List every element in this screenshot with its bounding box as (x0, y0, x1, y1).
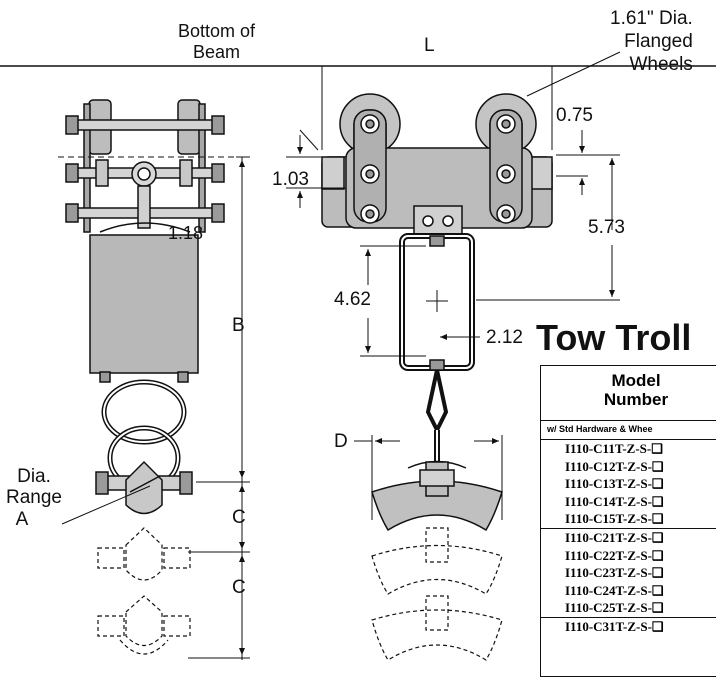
dia-range-label: Dia. Range A (6, 466, 62, 530)
bottom-of-beam-label: Bottom of Beam (178, 21, 256, 62)
dim-075-label: 0.75 (556, 105, 593, 126)
length-label: L (424, 35, 435, 56)
dim-212-label: 2.12 (486, 327, 523, 348)
table-row: I110-C21T-Z-S-❑ (565, 529, 664, 545)
dim-573-label: 5.73 (588, 217, 625, 238)
table-subheader: w/ Std Hardware & Whee (541, 421, 716, 440)
dim-d-label: D (334, 431, 348, 452)
table-row: I110-C15T-Z-S-❑ (565, 511, 664, 527)
table-row: I110-C22T-Z-S-❑ (565, 547, 664, 563)
table-row: I110-C31T-Z-S-❑ (565, 618, 664, 634)
dim-118-label: 1.18 (168, 223, 204, 243)
table-group-3: I110-C31T-Z-S-❑ (541, 618, 716, 636)
side-view (65, 99, 225, 515)
table-group-1: I110-C11T-Z-S-❑ I110-C12T-Z-S-❑ I110-C13… (541, 440, 716, 529)
table-row: I110-C14T-Z-S-❑ (565, 493, 664, 509)
table-row: I110-C25T-Z-S-❑ (565, 600, 664, 616)
table-row: I110-C13T-Z-S-❑ (565, 476, 664, 492)
table-title: Tow Troll (536, 317, 692, 358)
dim-462-label: 4.62 (334, 289, 371, 310)
front-dimensions (286, 51, 621, 520)
side-dimensions (58, 156, 250, 660)
table-row: I110-C24T-Z-S-❑ (565, 582, 664, 598)
table-group-2: I110-C21T-Z-S-❑ I110-C22T-Z-S-❑ I110-C23… (541, 529, 716, 618)
table-row: I110-C11T-Z-S-❑ (565, 441, 663, 456)
table-row: I110-C23T-Z-S-❑ (565, 565, 664, 581)
model-table: Model Number w/ Std Hardware & Whee I110… (540, 365, 716, 677)
dim-103-label: 1.03 (272, 169, 309, 190)
dim-b-label: B (232, 315, 245, 336)
front-cable-dashed (371, 527, 503, 661)
dim-c2-label: C (232, 577, 246, 598)
table-header: Model Number (541, 366, 716, 421)
side-cable-dashed (97, 527, 191, 655)
wheel-spec-label: 1.61" Dia. Flanged Wheels (610, 8, 693, 75)
dim-c1-label: C (232, 507, 246, 528)
front-view (321, 93, 553, 532)
table-row: I110-C12T-Z-S-❑ (565, 458, 664, 474)
